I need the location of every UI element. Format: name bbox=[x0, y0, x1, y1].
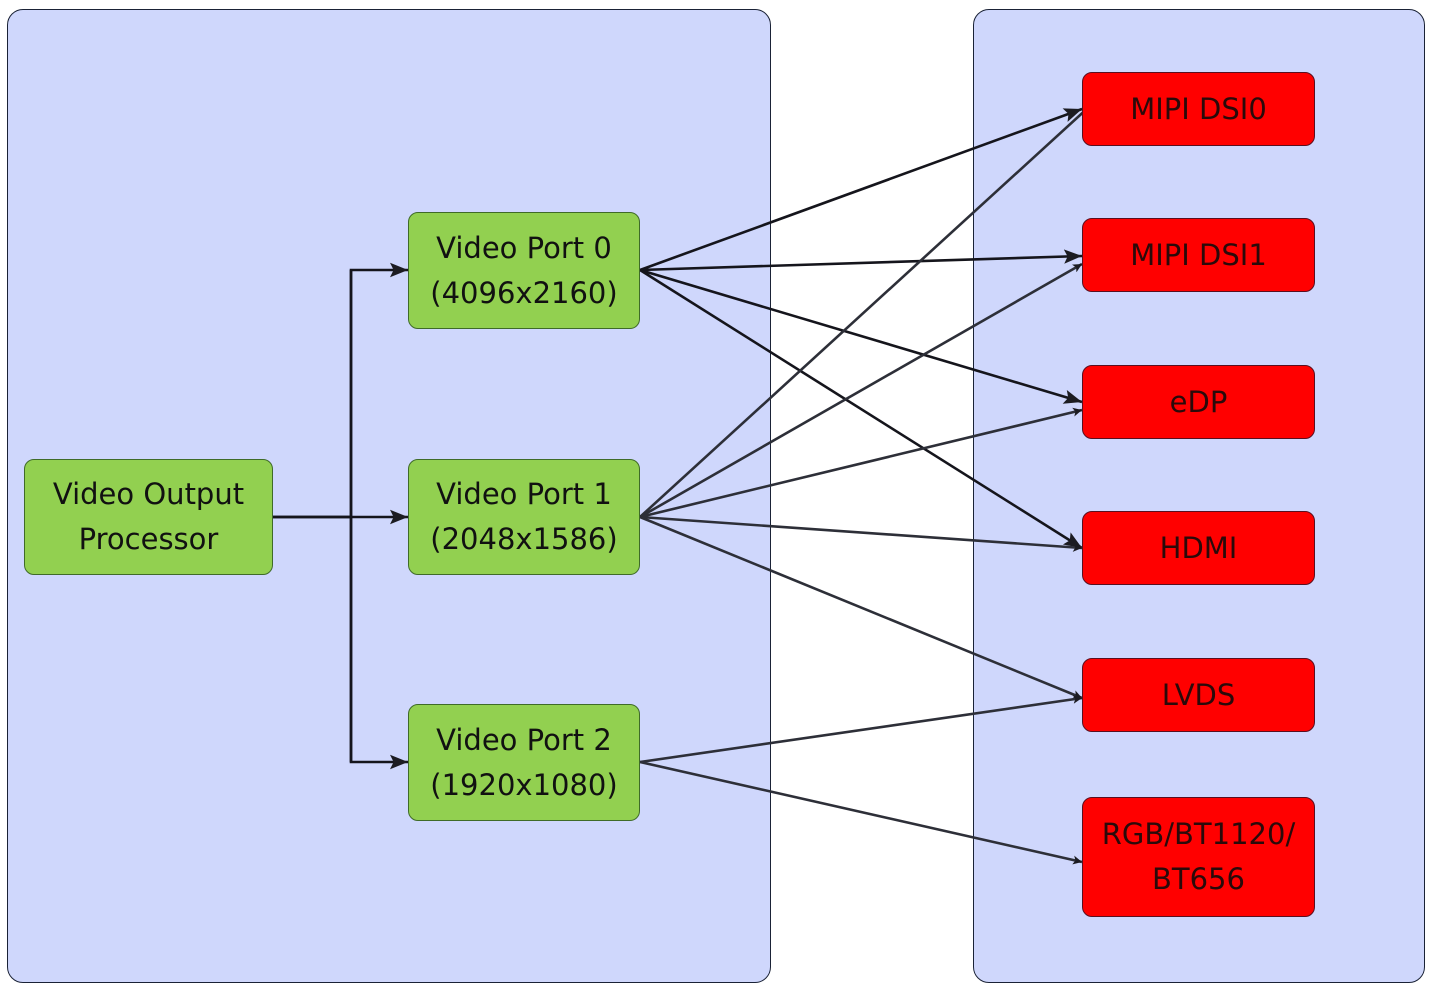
video-port-0[interactable]: Video Port 0 (4096x2160) bbox=[408, 212, 640, 329]
edge-vp0-to-dsi1 bbox=[639, 249, 1083, 272]
edge-vop-to-vp2 bbox=[273, 515, 408, 770]
video-port-1[interactable]: Video Port 1 (2048x1586) bbox=[408, 459, 640, 575]
node-label: Video Output Processor bbox=[52, 477, 245, 556]
node-label: Video Port 0 (4096x2160) bbox=[430, 230, 618, 310]
node-label: Video Port 2 (1920x1080) bbox=[430, 722, 618, 802]
edge-vp0-to-edp bbox=[639, 268, 1083, 404]
node-label: RGB/BT1120/ BT656 bbox=[1101, 817, 1296, 896]
edge-vp1-to-dsi0 bbox=[639, 105, 1091, 518]
edge-vp1-to-dsi1 bbox=[639, 262, 1083, 519]
edge-vp1-to-lvds bbox=[639, 515, 1083, 700]
node-label: MIPI DSI0 bbox=[1130, 91, 1267, 126]
edge-vp2-to-rgb bbox=[639, 760, 1083, 865]
interface-lvds[interactable]: LVDS bbox=[1082, 658, 1315, 732]
interface-mipi-dsi1[interactable]: MIPI DSI1 bbox=[1082, 218, 1315, 292]
edge-vp2-to-lvds bbox=[639, 694, 1083, 764]
interface-edp[interactable]: eDP bbox=[1082, 365, 1315, 439]
edge-vp1-to-hdmi bbox=[639, 515, 1083, 552]
node-label: HDMI bbox=[1159, 530, 1238, 565]
edge-vp0-to-hdmi bbox=[639, 268, 1083, 550]
node-label: LVDS bbox=[1161, 677, 1236, 712]
interface-mipi-dsi0[interactable]: MIPI DSI0 bbox=[1082, 72, 1315, 146]
video-port-2[interactable]: Video Port 2 (1920x1080) bbox=[408, 704, 640, 821]
node-label: Video Port 1 (2048x1586) bbox=[430, 477, 618, 556]
node-label: eDP bbox=[1169, 384, 1228, 419]
video-output-processor[interactable]: Video Output Processor bbox=[24, 459, 273, 575]
interface-rgb-bt1120-bt656[interactable]: RGB/BT1120/ BT656 bbox=[1082, 797, 1315, 917]
edge-vp0-to-dsi0 bbox=[639, 107, 1083, 272]
edge-vp1-to-edp bbox=[639, 407, 1083, 519]
node-label: MIPI DSI1 bbox=[1130, 237, 1267, 272]
edge-vop-to-vp0 bbox=[273, 262, 408, 519]
interface-hdmi[interactable]: HDMI bbox=[1082, 511, 1315, 585]
